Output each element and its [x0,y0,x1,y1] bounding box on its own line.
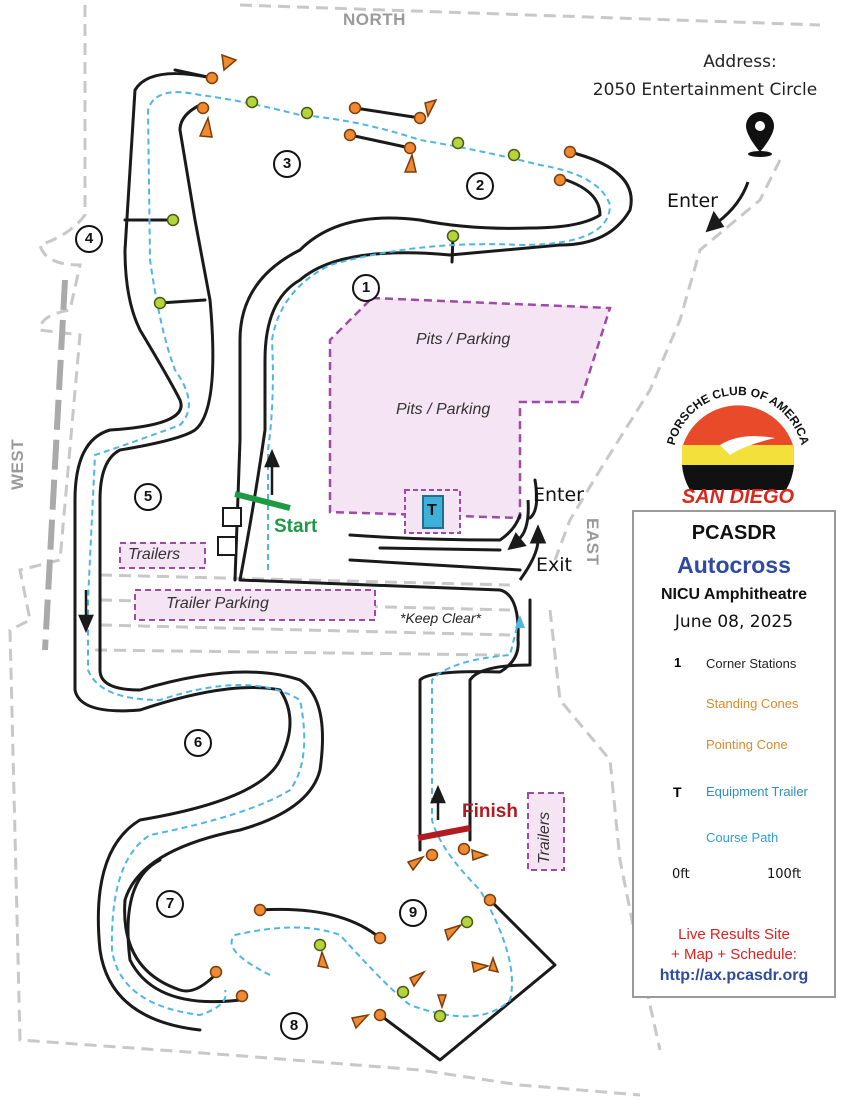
legend-panel: PCASDR Autocross NICU Amphitheatre June … [632,510,836,998]
equipment-trailer-icon [422,495,444,529]
legend-date: June 08, 2025 [674,612,794,632]
path-arrow-up [515,615,525,628]
scale-end: 100ft [767,867,802,882]
lot-boundary [8,3,821,1097]
legend-pointing-label: Pointing Cone [706,737,788,752]
enter-label-side: Enter [533,484,584,506]
legend-corner-symbol: 1 [674,655,682,670]
north-label: NORTH [343,10,406,29]
corner-station-2: 2 [466,172,494,200]
corner-station-5: 5 [134,483,162,511]
legend-item-equipment-trailer: T Equipment Trailer [634,780,834,806]
trailer-t-label: T [427,502,437,519]
start-line [234,491,291,511]
corner-station-1: 1 [352,274,380,302]
pointing-cones [198,53,500,1030]
address-heading: Address: [703,52,777,72]
live-results-url[interactable]: http://ax.pcasdr.org [659,967,809,984]
legend-standing-label: Standing Cones [706,696,799,711]
legend-venue: NICU Amphitheatre [660,586,808,603]
west-label: WEST [8,438,27,490]
legend-item-course-path: Course Path [634,826,834,852]
corner-station-9: 9 [399,899,427,927]
legend-trailer-symbol: T [673,784,682,800]
exit-label: Exit [536,554,572,576]
start-box-2 [217,536,237,556]
start-box-1 [222,507,242,527]
enter-label-top: Enter [667,190,718,212]
standing-cones-orange [196,71,577,1022]
trailers-right-label: Trailers [536,811,553,864]
legend-path-label: Course Path [706,830,779,845]
trailers-left-zone [119,542,206,569]
trailers-left-label: Trailers [128,546,181,563]
location-pin-icon [746,112,774,157]
corner-station-8: 8 [280,1012,308,1040]
enter-arrows [507,181,750,581]
start-label: Start [274,516,318,537]
pits-label-1: Pits / Parking [416,331,511,348]
pits-parking-zone [328,296,612,520]
corner-station-4: 4 [75,225,103,253]
legend-item-pointing-cone: Pointing Cone [634,733,834,759]
east-label: EAST [583,518,602,566]
trailer-parking-zone [134,589,376,621]
corner-station-3: 3 [273,150,301,178]
scale-start: 0ft [672,867,690,882]
finish-label: Finish [462,801,518,822]
corner-station-7: 7 [156,890,184,918]
legend-corner-label: Corner Stations [706,656,797,671]
course-arrows [78,448,446,820]
live-results-line1: Live Results Site [678,926,790,943]
legend-item-corner-stations: 1 Corner Stations [634,652,834,678]
keep-clear-label: *Keep Clear* [400,610,481,626]
corner-station-6: 6 [184,729,212,757]
finish-line [417,825,471,841]
standing-cones-green [153,95,521,1023]
trailer-parking-label: Trailer Parking [166,595,269,612]
logo-bottom-text: SAN DIEGO [682,486,795,508]
west-road [42,279,68,651]
address-text: 2050 Entertainment Circle [592,80,818,100]
live-results-line2: + Map + Schedule: [671,946,797,963]
legend-org: PCASDR [691,522,777,544]
legend-item-standing-cones: Standing Cones [634,692,834,718]
pca-san-diego-logo: SAN DIEGO PORSCHE CLUB OF AMERICA [664,384,812,527]
legend-event: Autocross [677,552,791,578]
pits-label-2: Pits / Parking [396,401,491,418]
legend-trailer-label: Equipment Trailer [706,784,808,799]
trailers-right-zone [527,792,565,871]
